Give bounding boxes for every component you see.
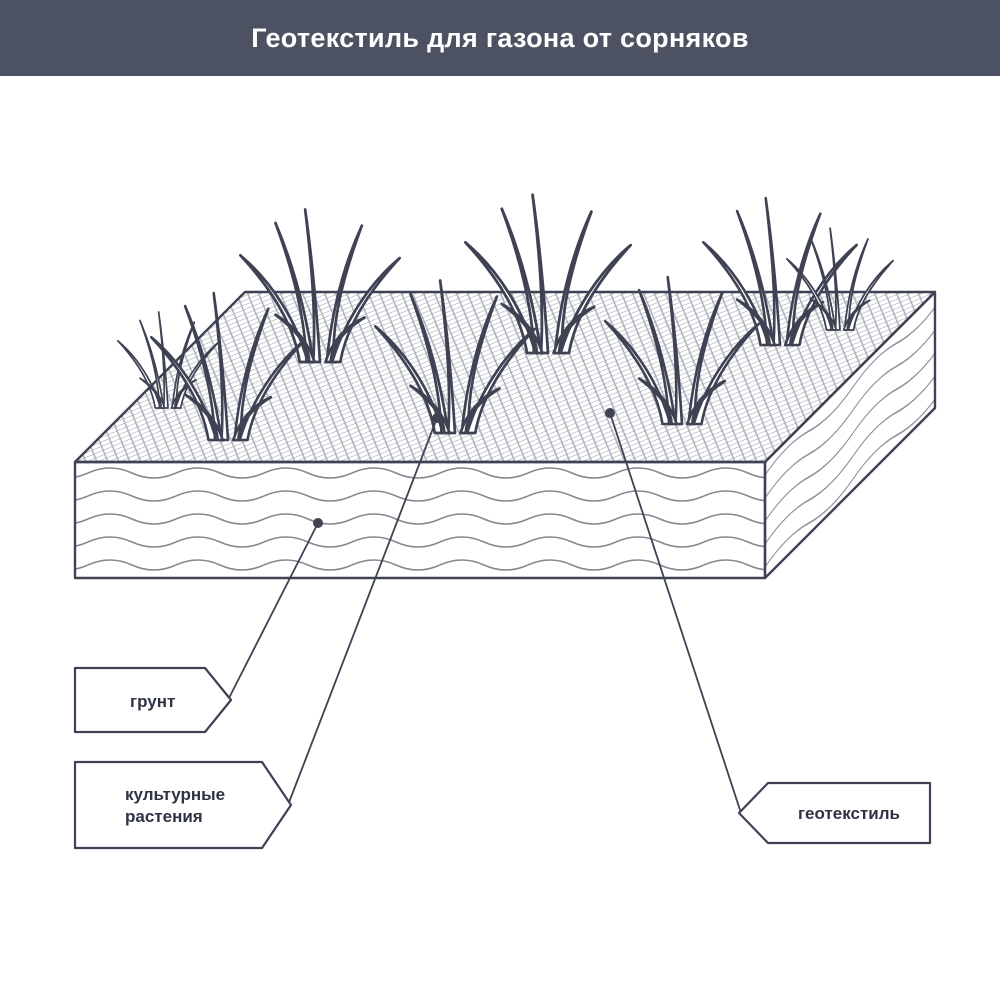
- callout-dot-plants: [432, 413, 442, 423]
- geotextile-top-face: [75, 292, 935, 462]
- right-face-outline: [763, 290, 937, 580]
- leader-line-soil: [227, 522, 319, 701]
- callouts: грунт культурные растения геотекстиль: [73, 408, 932, 850]
- label-text-soil: грунт: [130, 692, 175, 711]
- diagram: грунт культурные растения геотекстиль: [73, 193, 937, 850]
- leader-line-geotextile: [609, 412, 742, 814]
- header-bar: Геотекстиль для газона от сорняков: [0, 0, 1000, 76]
- callout-dot-geotextile: [605, 408, 615, 418]
- label-text-plants: культурные растения: [125, 785, 230, 826]
- soil-front-face: [75, 462, 765, 578]
- leader-line-plants: [287, 417, 438, 806]
- page-title: Геотекстиль для газона от сорняков: [251, 22, 749, 53]
- callout-dot-soil: [313, 518, 323, 528]
- label-tag-plants: [73, 760, 293, 850]
- label-text-geotextile: геотекстиль: [798, 804, 900, 823]
- soil-right-face: [765, 292, 935, 578]
- soil-block: [73, 290, 937, 580]
- label-tag-geotextile: [737, 781, 932, 845]
- label-tag-soil: [73, 666, 233, 734]
